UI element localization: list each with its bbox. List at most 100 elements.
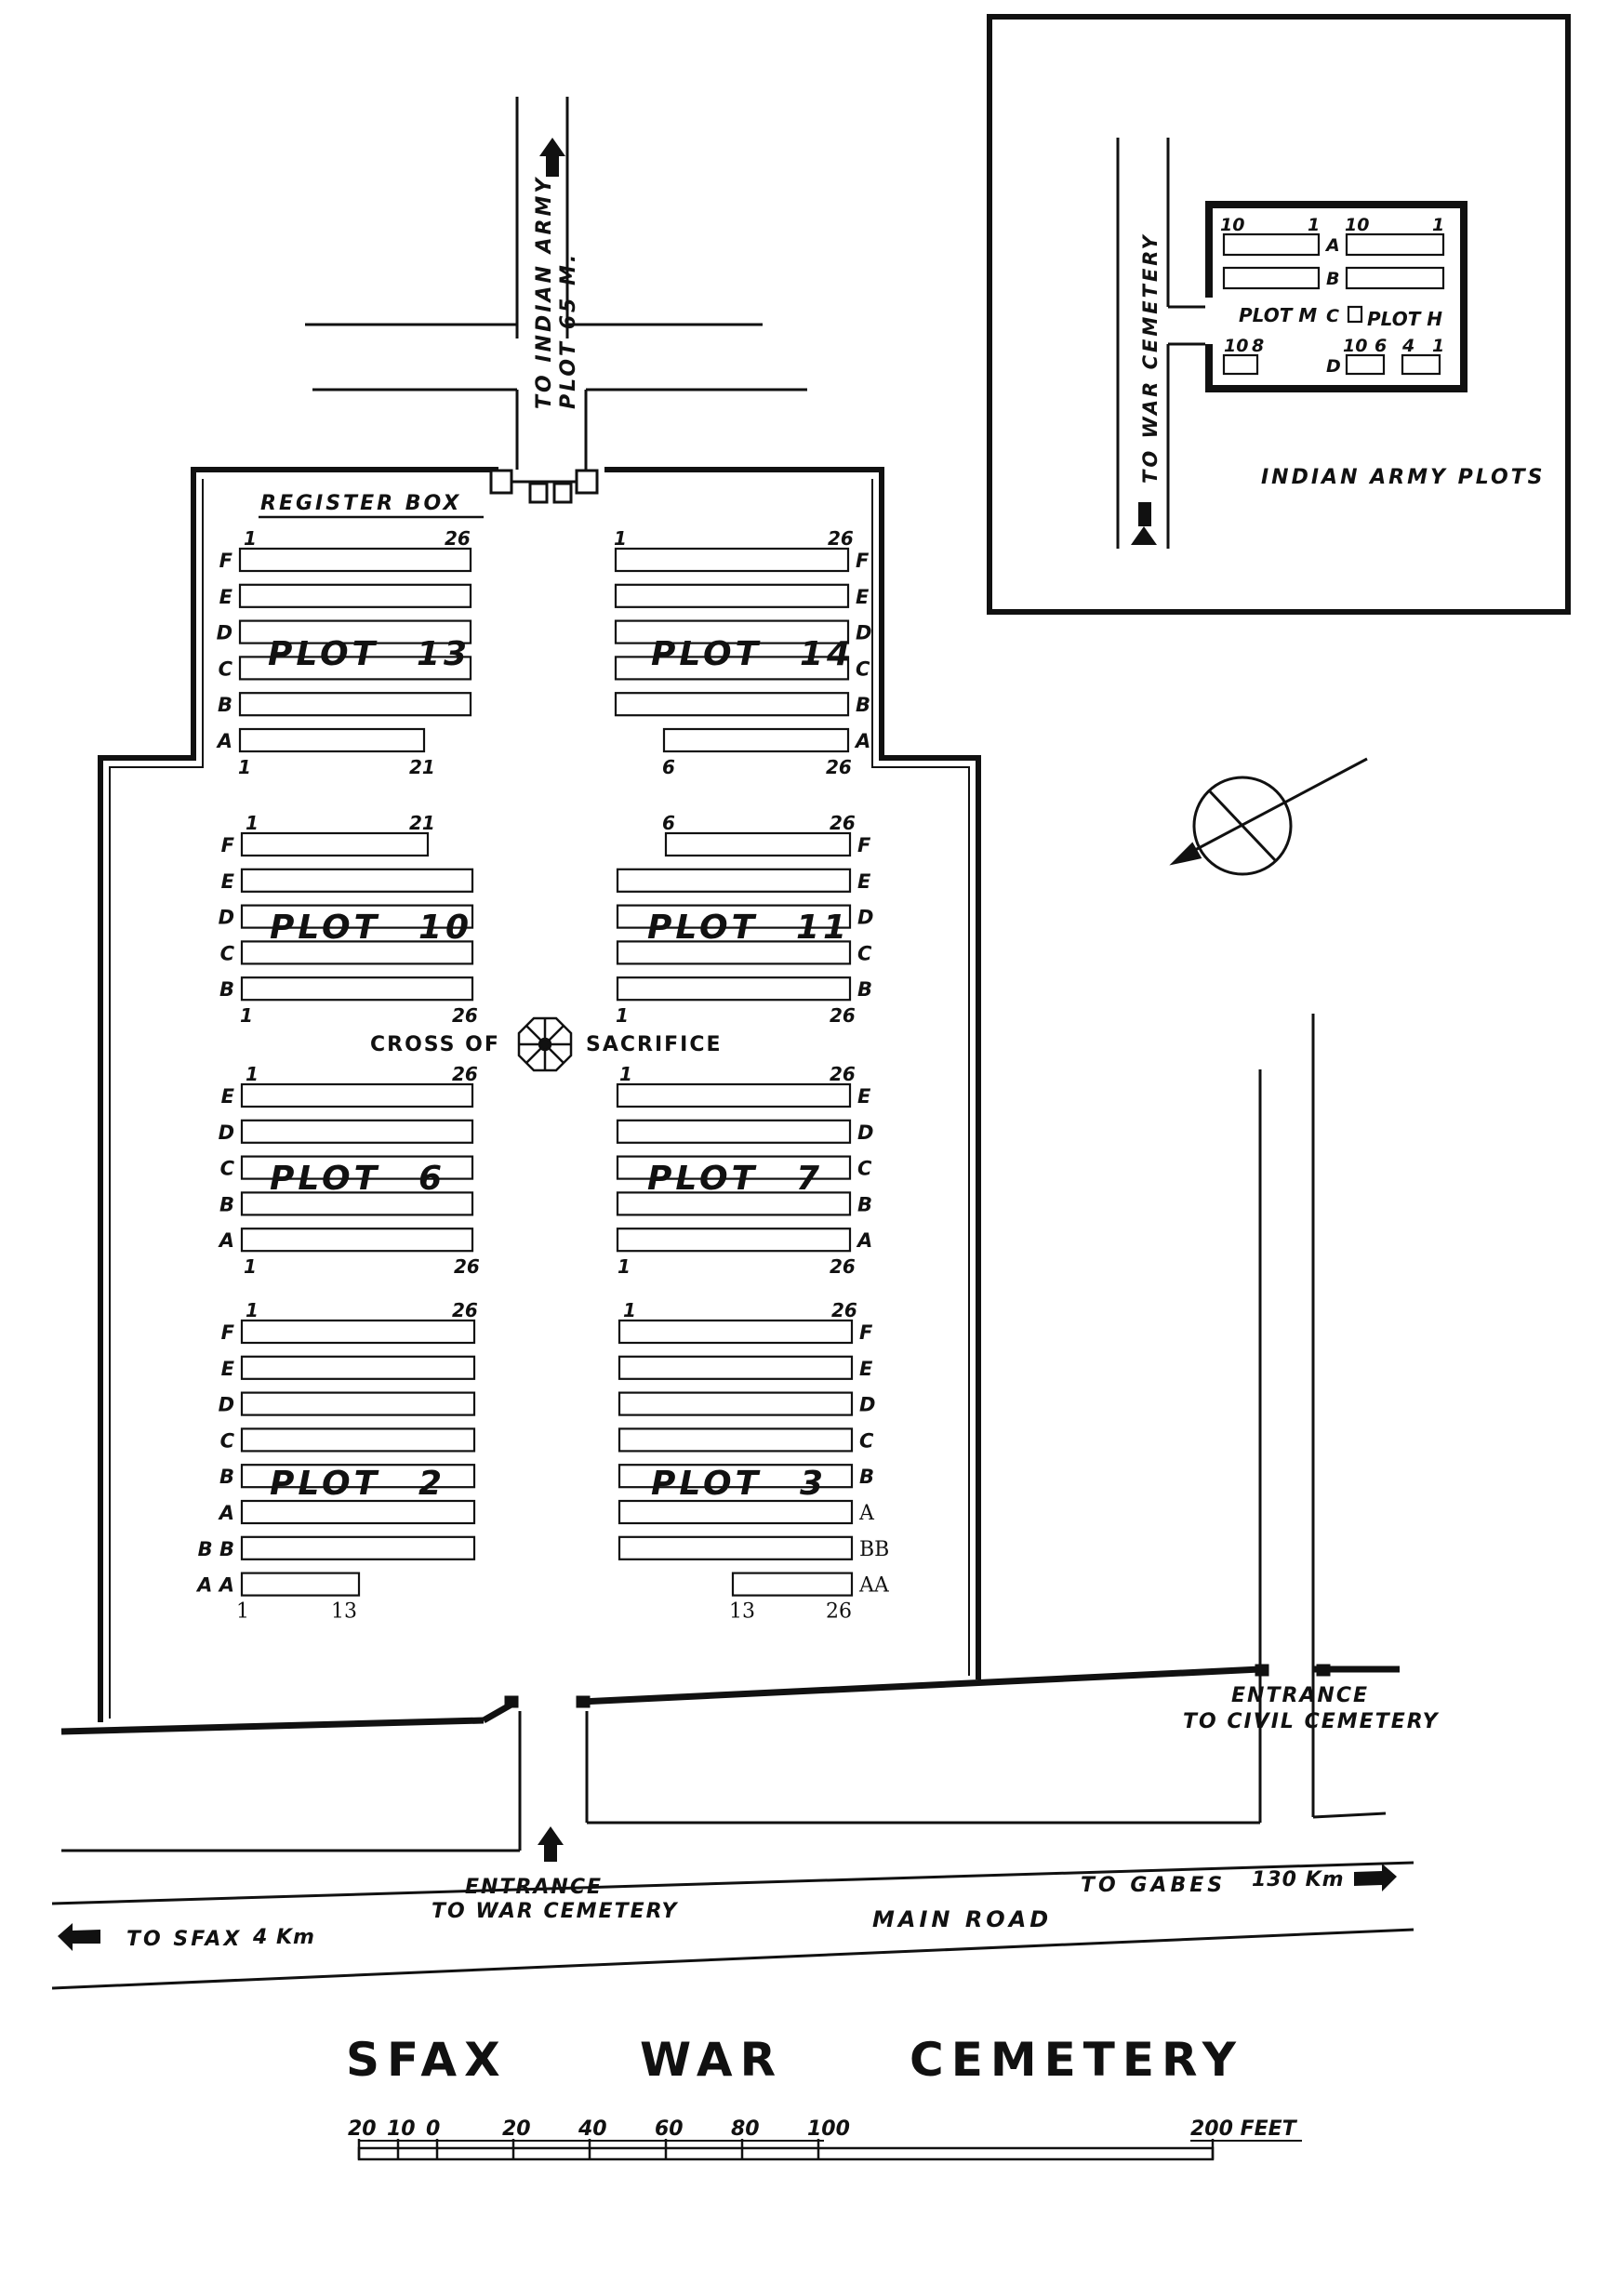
inset-num: 1 — [1432, 215, 1444, 235]
row-number: 1 — [238, 756, 251, 778]
row-letter: B — [219, 1193, 234, 1215]
title-sfax: SFAX — [346, 2033, 508, 2087]
grave-row — [240, 1464, 476, 1489]
row-letter: D — [857, 1121, 873, 1144]
row-letter: E — [857, 1085, 871, 1108]
inset-num: 8 — [1252, 336, 1264, 356]
plot-label: PLOT — [270, 909, 380, 947]
row-letter: A — [218, 1502, 234, 1524]
inset-row-d: D — [1326, 356, 1341, 377]
row-number: 6 — [662, 756, 675, 778]
entrance-war-label-1: ENTRANCE — [465, 1876, 603, 1899]
grave-row — [240, 940, 474, 965]
plot-number: 14 — [800, 635, 854, 673]
row-letter: C — [220, 1429, 235, 1452]
row-letter: C — [220, 1158, 235, 1180]
inset-map: 10 1 10 1 A B PLOT M C PLOT H 10 8 10 6 … — [987, 14, 1571, 615]
gabes-distance-label: 130 Km — [1252, 1868, 1345, 1891]
row-letter: B B — [198, 1538, 234, 1560]
row-number: 21 — [409, 812, 435, 834]
inset-num: 1 — [1432, 336, 1444, 356]
row-number: 1 — [246, 1063, 259, 1085]
plot-number: 7 — [796, 1160, 823, 1198]
row-letter: B — [219, 978, 234, 1001]
scale-tick-label: 60 — [655, 2117, 684, 2141]
row-number: 26 — [452, 1004, 478, 1027]
grave-row — [240, 1391, 476, 1416]
plot-label: PLOT — [268, 635, 379, 673]
row-letter: B — [856, 694, 870, 716]
row-number: 26 — [454, 1255, 480, 1278]
grave-row — [240, 976, 474, 1002]
inset-to-war-cemetery: TO WAR CEMETERY — [1139, 232, 1162, 484]
row-letter: F — [219, 550, 233, 572]
grave-row — [618, 1427, 854, 1453]
row-number: 1 — [619, 1063, 632, 1085]
register-box-label: REGISTER BOX — [260, 492, 461, 515]
grave-row — [616, 904, 852, 929]
scale-tick-label: 200 FEET — [1190, 2117, 1298, 2141]
cross-of-sacrifice-icon — [517, 1016, 573, 1072]
inset-arrow-down-icon — [1131, 526, 1157, 545]
row-number: 26 — [830, 812, 856, 834]
row-letter: B — [859, 1466, 874, 1488]
row-letter: A — [858, 1502, 875, 1525]
row-number: 26 — [830, 1004, 856, 1027]
row-letter: F — [221, 1321, 235, 1344]
grave-row — [618, 1464, 854, 1489]
plot-label: PLOT — [651, 635, 762, 673]
row-letter: F — [221, 834, 235, 856]
inset-num: 1 — [1308, 215, 1320, 235]
north-arrow-icon — [1169, 757, 1368, 876]
row-letter: D — [859, 1394, 875, 1416]
row-letter: D — [219, 1394, 234, 1416]
row-letter: C — [220, 942, 235, 964]
row-number: 13 — [331, 1600, 357, 1624]
sacrifice-label: SACRIFICE — [586, 1033, 723, 1056]
row-numbers-bottom: 1 26 — [244, 1255, 480, 1278]
grave-row — [616, 868, 852, 893]
row-letter: C — [859, 1429, 874, 1452]
grave-row — [616, 1155, 852, 1180]
scale-tick-label: 10 — [387, 2117, 416, 2141]
row-number: 1 — [244, 1255, 257, 1278]
row-letter: B — [857, 1193, 872, 1215]
plot-number: 2 — [418, 1465, 445, 1503]
scale-tick-label: 100 — [807, 2117, 850, 2141]
plot-number: 13 — [417, 635, 471, 673]
grave-row — [240, 831, 430, 857]
plot-number: 3 — [800, 1465, 827, 1503]
grave-row — [616, 1082, 852, 1108]
inset-num: 10 — [1343, 336, 1367, 356]
row-letter: B — [219, 1466, 234, 1488]
inset-plot-h: PLOT H — [1367, 308, 1442, 330]
grave-row — [238, 727, 426, 753]
entrance-civil-label-1: ENTRANCE — [1231, 1684, 1369, 1707]
row-letter: A — [856, 1229, 872, 1252]
row-letter: A — [218, 1229, 234, 1252]
grave-row — [614, 692, 850, 717]
inset-plot-m: PLOT M — [1239, 304, 1317, 326]
register-box-gate — [489, 469, 599, 504]
row-letter: E — [857, 870, 871, 893]
grave-row — [238, 583, 472, 608]
row-letter: E — [219, 586, 233, 608]
cross-of-label: CROSS OF — [370, 1033, 500, 1056]
row-number: 1 — [616, 1004, 629, 1027]
row-number: 26 — [830, 1255, 856, 1278]
row-number: 1 — [614, 527, 627, 550]
grave-row — [662, 727, 850, 753]
